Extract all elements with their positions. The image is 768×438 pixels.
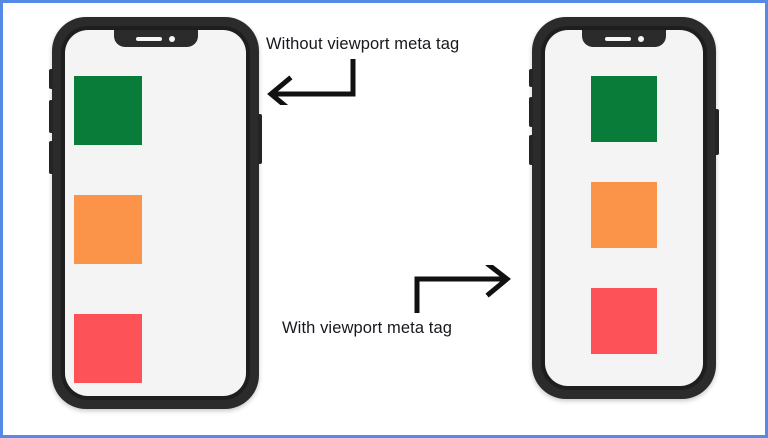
green-block — [591, 76, 657, 142]
phone-notch — [113, 30, 198, 47]
volume-up-button[interactable] — [49, 100, 53, 133]
page-content-unscaled — [65, 30, 246, 396]
page-content-scaled — [545, 30, 703, 386]
silent-switch-icon[interactable] — [529, 69, 533, 87]
phone-screen — [65, 30, 246, 396]
notch-speaker-icon — [136, 36, 162, 41]
orange-block — [74, 195, 142, 264]
volume-down-button[interactable] — [49, 141, 53, 174]
label-without-viewport: Without viewport meta tag — [266, 35, 460, 53]
notch-speaker-icon — [604, 36, 631, 41]
volume-down-button[interactable] — [529, 135, 533, 165]
notch-camera-icon — [637, 35, 644, 42]
power-button[interactable] — [258, 114, 262, 164]
arrow-elbow-right-icon — [414, 265, 511, 313]
arrow-elbow-left-icon — [267, 59, 356, 105]
phone-screen — [545, 30, 703, 386]
notch-camera-icon — [169, 35, 175, 42]
red-block — [74, 314, 142, 383]
orange-block — [591, 182, 657, 248]
phone-notch — [582, 30, 666, 47]
phone-with-viewport — [529, 17, 719, 399]
label-with-viewport: With viewport meta tag — [282, 319, 453, 337]
phone-bezel — [541, 26, 707, 390]
phone-without-viewport — [49, 17, 262, 409]
phone-bezel — [61, 26, 250, 400]
green-block — [74, 76, 142, 145]
silent-switch-icon[interactable] — [49, 69, 53, 89]
power-button[interactable] — [715, 109, 719, 155]
red-block — [591, 288, 657, 354]
volume-up-button[interactable] — [529, 97, 533, 127]
